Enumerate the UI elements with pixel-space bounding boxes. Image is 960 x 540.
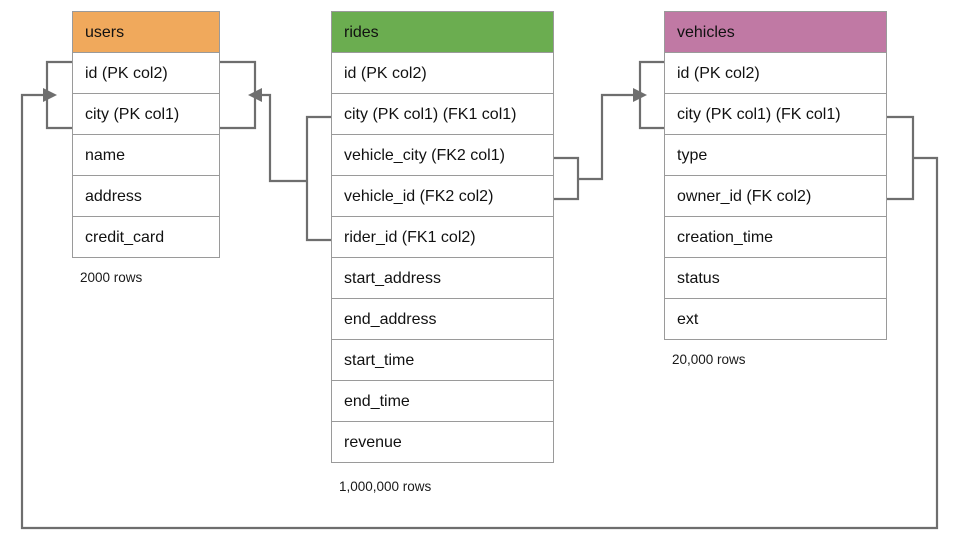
table-users-column-city[interactable]: city (PK col1)	[73, 94, 219, 135]
table-rides-column-revenue[interactable]: revenue	[332, 422, 553, 463]
arrowhead-into-vehicles-left	[633, 88, 647, 102]
table-rides-column-start-address[interactable]: start_address	[332, 258, 553, 299]
table-vehicles-column-id[interactable]: id (PK col2)	[665, 53, 886, 94]
table-rides-column-id[interactable]: id (PK col2)	[332, 53, 553, 94]
table-vehicles-column-ext[interactable]: ext	[665, 299, 886, 340]
table-users-column-id[interactable]: id (PK col2)	[73, 53, 219, 94]
table-rides-column-end-address[interactable]: end_address	[332, 299, 553, 340]
table-users-column-credit-card[interactable]: credit_card	[73, 217, 219, 258]
table-rides-column-start-time[interactable]: start_time	[332, 340, 553, 381]
arrowhead-into-users-right	[248, 88, 262, 102]
table-rides-column-vehicle-city[interactable]: vehicle_city (FK2 col1)	[332, 135, 553, 176]
table-rides-column-city[interactable]: city (PK col1) (FK1 col1)	[332, 94, 553, 135]
connector-rides-right-bracket	[554, 156, 580, 201]
table-vehicles-row-count: 20,000 rows	[672, 352, 746, 367]
connector-rides-to-users-link	[262, 93, 307, 183]
table-users-header: users	[73, 12, 219, 53]
table-vehicles-column-city[interactable]: city (PK col1) (FK col1)	[665, 94, 886, 135]
connector-users-right-bracket	[220, 60, 257, 130]
table-users-column-name[interactable]: name	[73, 135, 219, 176]
table-vehicles-header: vehicles	[665, 12, 886, 53]
connector-users-left-bracket	[45, 60, 72, 130]
table-rides-row-count: 1,000,000 rows	[339, 479, 432, 494]
table-vehicles-column-type[interactable]: type	[665, 135, 886, 176]
table-vehicles-column-status[interactable]: status	[665, 258, 886, 299]
table-vehicles[interactable]: vehicles id (PK col2) city (PK col1) (FK…	[664, 11, 887, 340]
table-vehicles-column-owner-id[interactable]: owner_id (FK col2)	[665, 176, 886, 217]
table-rides-column-vehicle-id[interactable]: vehicle_id (FK2 col2)	[332, 176, 553, 217]
table-users[interactable]: users id (PK col2) city (PK col1) name a…	[72, 11, 220, 258]
connector-rides-left-bracket	[305, 115, 331, 242]
table-vehicles-column-creation-time[interactable]: creation_time	[665, 217, 886, 258]
arrowhead-into-users-left	[43, 88, 57, 102]
table-rides-column-end-time[interactable]: end_time	[332, 381, 553, 422]
connector-rides-to-vehicles-link	[578, 93, 633, 181]
table-users-column-address[interactable]: address	[73, 176, 219, 217]
connector-vehicles-right-bracket	[887, 115, 915, 201]
table-rides-column-rider-id[interactable]: rider_id (FK1 col2)	[332, 217, 553, 258]
table-users-row-count: 2000 rows	[80, 270, 143, 285]
connector-vehicles-left-bracket	[638, 60, 664, 130]
table-rides-header: rides	[332, 12, 553, 53]
table-rides[interactable]: rides id (PK col2) city (PK col1) (FK1 c…	[331, 11, 554, 463]
